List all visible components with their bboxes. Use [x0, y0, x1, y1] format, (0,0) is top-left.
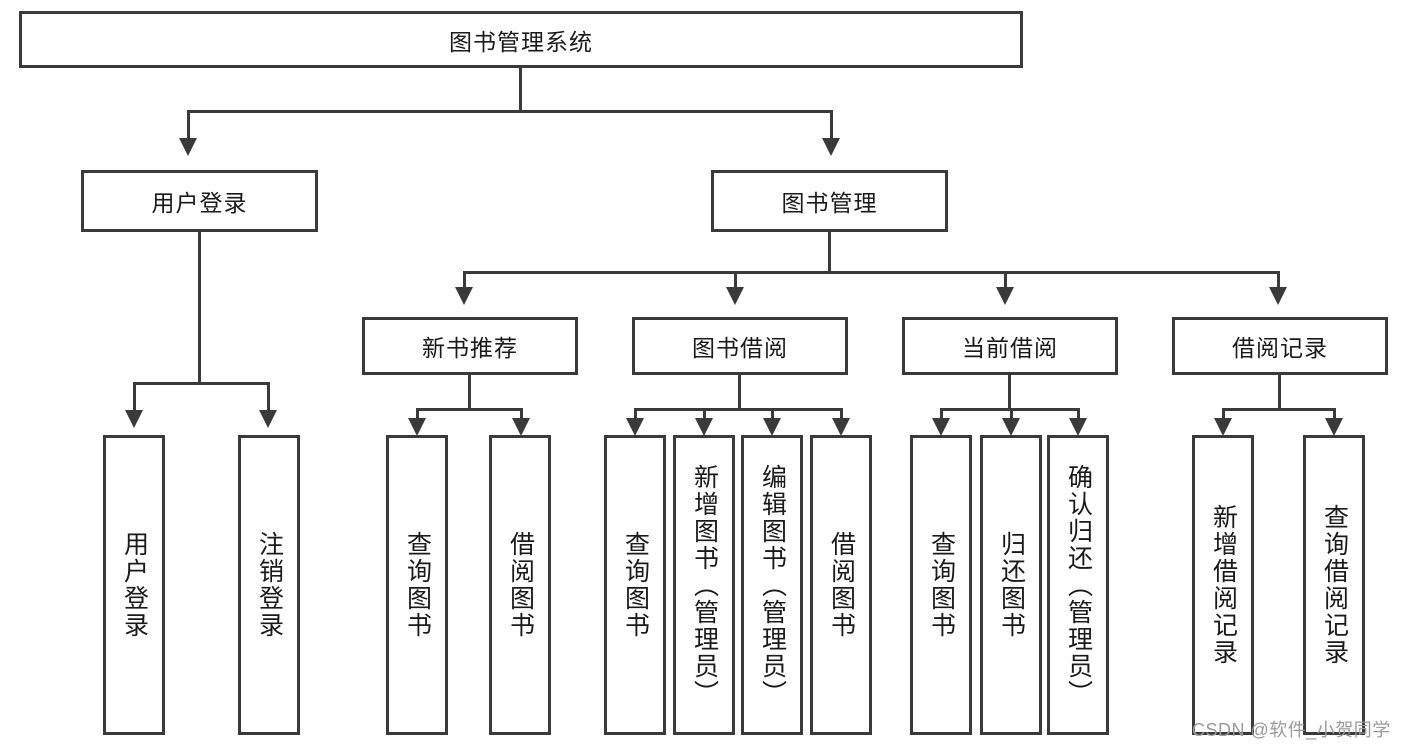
csdn-watermark: CSDN @软件_小贺同学	[1192, 720, 1391, 740]
connector-book-mgmt-to-new-book	[463, 271, 466, 289]
arrowhead-root-to-book-mgmt	[822, 138, 840, 156]
leaf-query-book-borrow[interactable]: 查询图书	[604, 435, 666, 735]
connector-user-login-trunk	[198, 232, 201, 382]
leaf-user-login-label: 用户登录	[120, 531, 149, 639]
connector-new-book-bar	[416, 408, 523, 411]
arrowhead-current-borrow-to-leaf2	[1002, 418, 1020, 436]
arrowhead-current-borrow-to-leaf1	[932, 418, 950, 436]
arrowhead-book-mgmt-to-borrow-record	[1269, 287, 1287, 305]
connector-book-borrow-bar	[634, 408, 843, 411]
arrowhead-user-login-to-leaf2	[259, 410, 277, 428]
leaf-logout-label: 注销登录	[255, 531, 284, 639]
arrowhead-book-mgmt-to-book-borrow	[726, 287, 744, 305]
arrowhead-borrow-record-to-leaf1	[1214, 418, 1232, 436]
connector-user-login-bar	[133, 382, 270, 385]
connector-root-to-book-mgmt	[830, 110, 833, 140]
connector-book-borrow-to-leaf1	[634, 408, 637, 420]
leaf-borrow-book-recommend-label: 借阅图书	[506, 531, 535, 639]
connector-borrow-record-to-leaf2	[1333, 408, 1336, 420]
leaf-return-book[interactable]: 归还图书	[980, 435, 1042, 735]
connector-book-mgmt-bar	[463, 271, 1277, 274]
arrowhead-book-borrow-to-leaf2	[695, 418, 713, 436]
connector-borrow-record-bar	[1222, 408, 1336, 411]
node-borrow-record[interactable]: 借阅记录	[1172, 317, 1388, 375]
node-new-book-recommend[interactable]: 新书推荐	[362, 317, 578, 375]
node-user-login[interactable]: 用户登录	[81, 170, 318, 232]
node-user-login-label: 用户登录	[151, 190, 248, 216]
node-book-management[interactable]: 图书管理	[711, 170, 948, 232]
leaf-query-book-recommend[interactable]: 查询图书	[386, 435, 448, 735]
connector-book-mgmt-trunk	[828, 232, 831, 271]
leaf-user-login[interactable]: 用户登录	[103, 435, 165, 735]
node-borrow-record-label: 借阅记录	[1232, 335, 1328, 361]
connector-root-trunk	[519, 68, 522, 110]
leaf-confirm-return-admin-label: 确认归还（管理员）	[1064, 463, 1093, 707]
arrowhead-current-borrow-to-leaf3	[1069, 418, 1087, 436]
connector-user-login-to-leaf2	[267, 382, 270, 412]
leaf-borrow-book-borrow-label: 借阅图书	[827, 531, 856, 639]
leaf-add-borrow-record-label: 新增借阅记录	[1209, 504, 1238, 666]
arrowhead-new-book-to-leaf2	[512, 418, 530, 436]
connector-book-mgmt-to-borrow-record	[1277, 271, 1280, 289]
arrowhead-book-borrow-to-leaf1	[626, 418, 644, 436]
leaf-query-book-current[interactable]: 查询图书	[910, 435, 972, 735]
connector-new-book-to-leaf1	[416, 408, 419, 420]
leaf-borrow-book-borrow[interactable]: 借阅图书	[810, 435, 872, 735]
node-book-management-label: 图书管理	[781, 190, 878, 216]
node-current-borrow[interactable]: 当前借阅	[902, 317, 1118, 375]
arrowhead-book-borrow-to-leaf3	[763, 418, 781, 436]
arrowhead-root-to-user-login	[179, 138, 197, 156]
node-current-borrow-label: 当前借阅	[962, 335, 1058, 361]
arrowhead-user-login-to-leaf1	[125, 410, 143, 428]
connector-book-borrow-to-leaf3	[771, 408, 774, 420]
connector-root-to-user-login	[187, 110, 190, 140]
connector-new-book-to-leaf2	[520, 408, 523, 420]
leaf-query-borrow-record-label: 查询借阅记录	[1320, 504, 1349, 666]
connector-book-borrow-trunk	[738, 375, 741, 408]
connector-book-mgmt-to-book-borrow	[734, 271, 737, 289]
node-book-borrow-label: 图书借阅	[692, 335, 788, 361]
leaf-logout[interactable]: 注销登录	[238, 435, 300, 735]
leaf-query-book-borrow-label: 查询图书	[621, 531, 650, 639]
arrowhead-book-borrow-to-leaf4	[832, 418, 850, 436]
connector-borrow-record-trunk	[1278, 375, 1281, 408]
connector-book-mgmt-to-current-borrow	[1004, 271, 1007, 289]
connector-current-borrow-to-leaf3	[1077, 408, 1080, 420]
leaf-confirm-return-admin[interactable]: 确认归还（管理员）	[1047, 435, 1109, 735]
connector-new-book-trunk	[468, 375, 471, 408]
connector-book-borrow-to-leaf4	[840, 408, 843, 420]
node-book-borrow[interactable]: 图书借阅	[632, 317, 848, 375]
leaf-edit-book-admin[interactable]: 编辑图书（管理员）	[741, 435, 803, 735]
leaf-query-book-current-label: 查询图书	[927, 531, 956, 639]
connector-current-borrow-trunk	[1008, 375, 1011, 408]
leaf-query-book-recommend-label: 查询图书	[403, 531, 432, 639]
arrowhead-book-mgmt-to-new-book	[455, 287, 473, 305]
connector-user-login-to-leaf1	[133, 382, 136, 412]
leaf-return-book-label: 归还图书	[997, 531, 1026, 639]
arrowhead-new-book-to-leaf1	[408, 418, 426, 436]
arrowhead-borrow-record-to-leaf2	[1325, 418, 1343, 436]
node-root-label: 图书管理系统	[449, 28, 593, 55]
leaf-edit-book-admin-label: 编辑图书（管理员）	[758, 463, 787, 707]
leaf-query-borrow-record[interactable]: 查询借阅记录	[1303, 435, 1365, 735]
leaf-add-book-admin-label: 新增图书（管理员）	[690, 463, 719, 707]
node-root[interactable]: 图书管理系统	[19, 11, 1023, 68]
connector-root-bar	[187, 110, 833, 113]
connector-current-borrow-to-leaf1	[940, 408, 943, 420]
leaf-add-book-admin[interactable]: 新增图书（管理员）	[673, 435, 735, 735]
leaf-add-borrow-record[interactable]: 新增借阅记录	[1192, 435, 1254, 735]
leaf-borrow-book-recommend[interactable]: 借阅图书	[489, 435, 551, 735]
connector-current-borrow-to-leaf2	[1010, 408, 1013, 420]
connector-book-borrow-to-leaf2	[703, 408, 706, 420]
arrowhead-book-mgmt-to-current-borrow	[996, 287, 1014, 305]
node-new-book-recommend-label: 新书推荐	[422, 335, 518, 361]
connector-borrow-record-to-leaf1	[1222, 408, 1225, 420]
